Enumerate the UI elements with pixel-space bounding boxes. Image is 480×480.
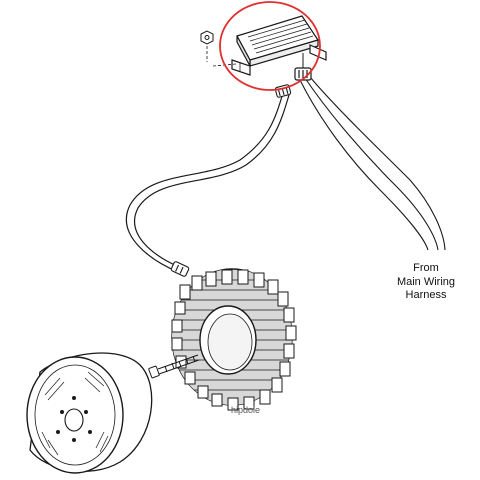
wiring-harness (299, 76, 446, 251)
highlight-circle (219, 1, 321, 91)
stator-grommet (170, 261, 190, 277)
stator-screw (148, 354, 200, 379)
stator (171, 268, 297, 411)
stator-cable (125, 92, 290, 273)
rotor (26, 352, 153, 474)
callout-line-2: Main Wiring (396, 275, 456, 288)
harness-callout: From Main Wiring Harness (372, 262, 480, 303)
watermark: hipdole (231, 405, 260, 415)
regulator-nut (200, 30, 237, 67)
callout-line-3: Harness (405, 289, 447, 301)
callout-line-1: From (413, 262, 439, 274)
voltage-regulator (231, 15, 327, 81)
